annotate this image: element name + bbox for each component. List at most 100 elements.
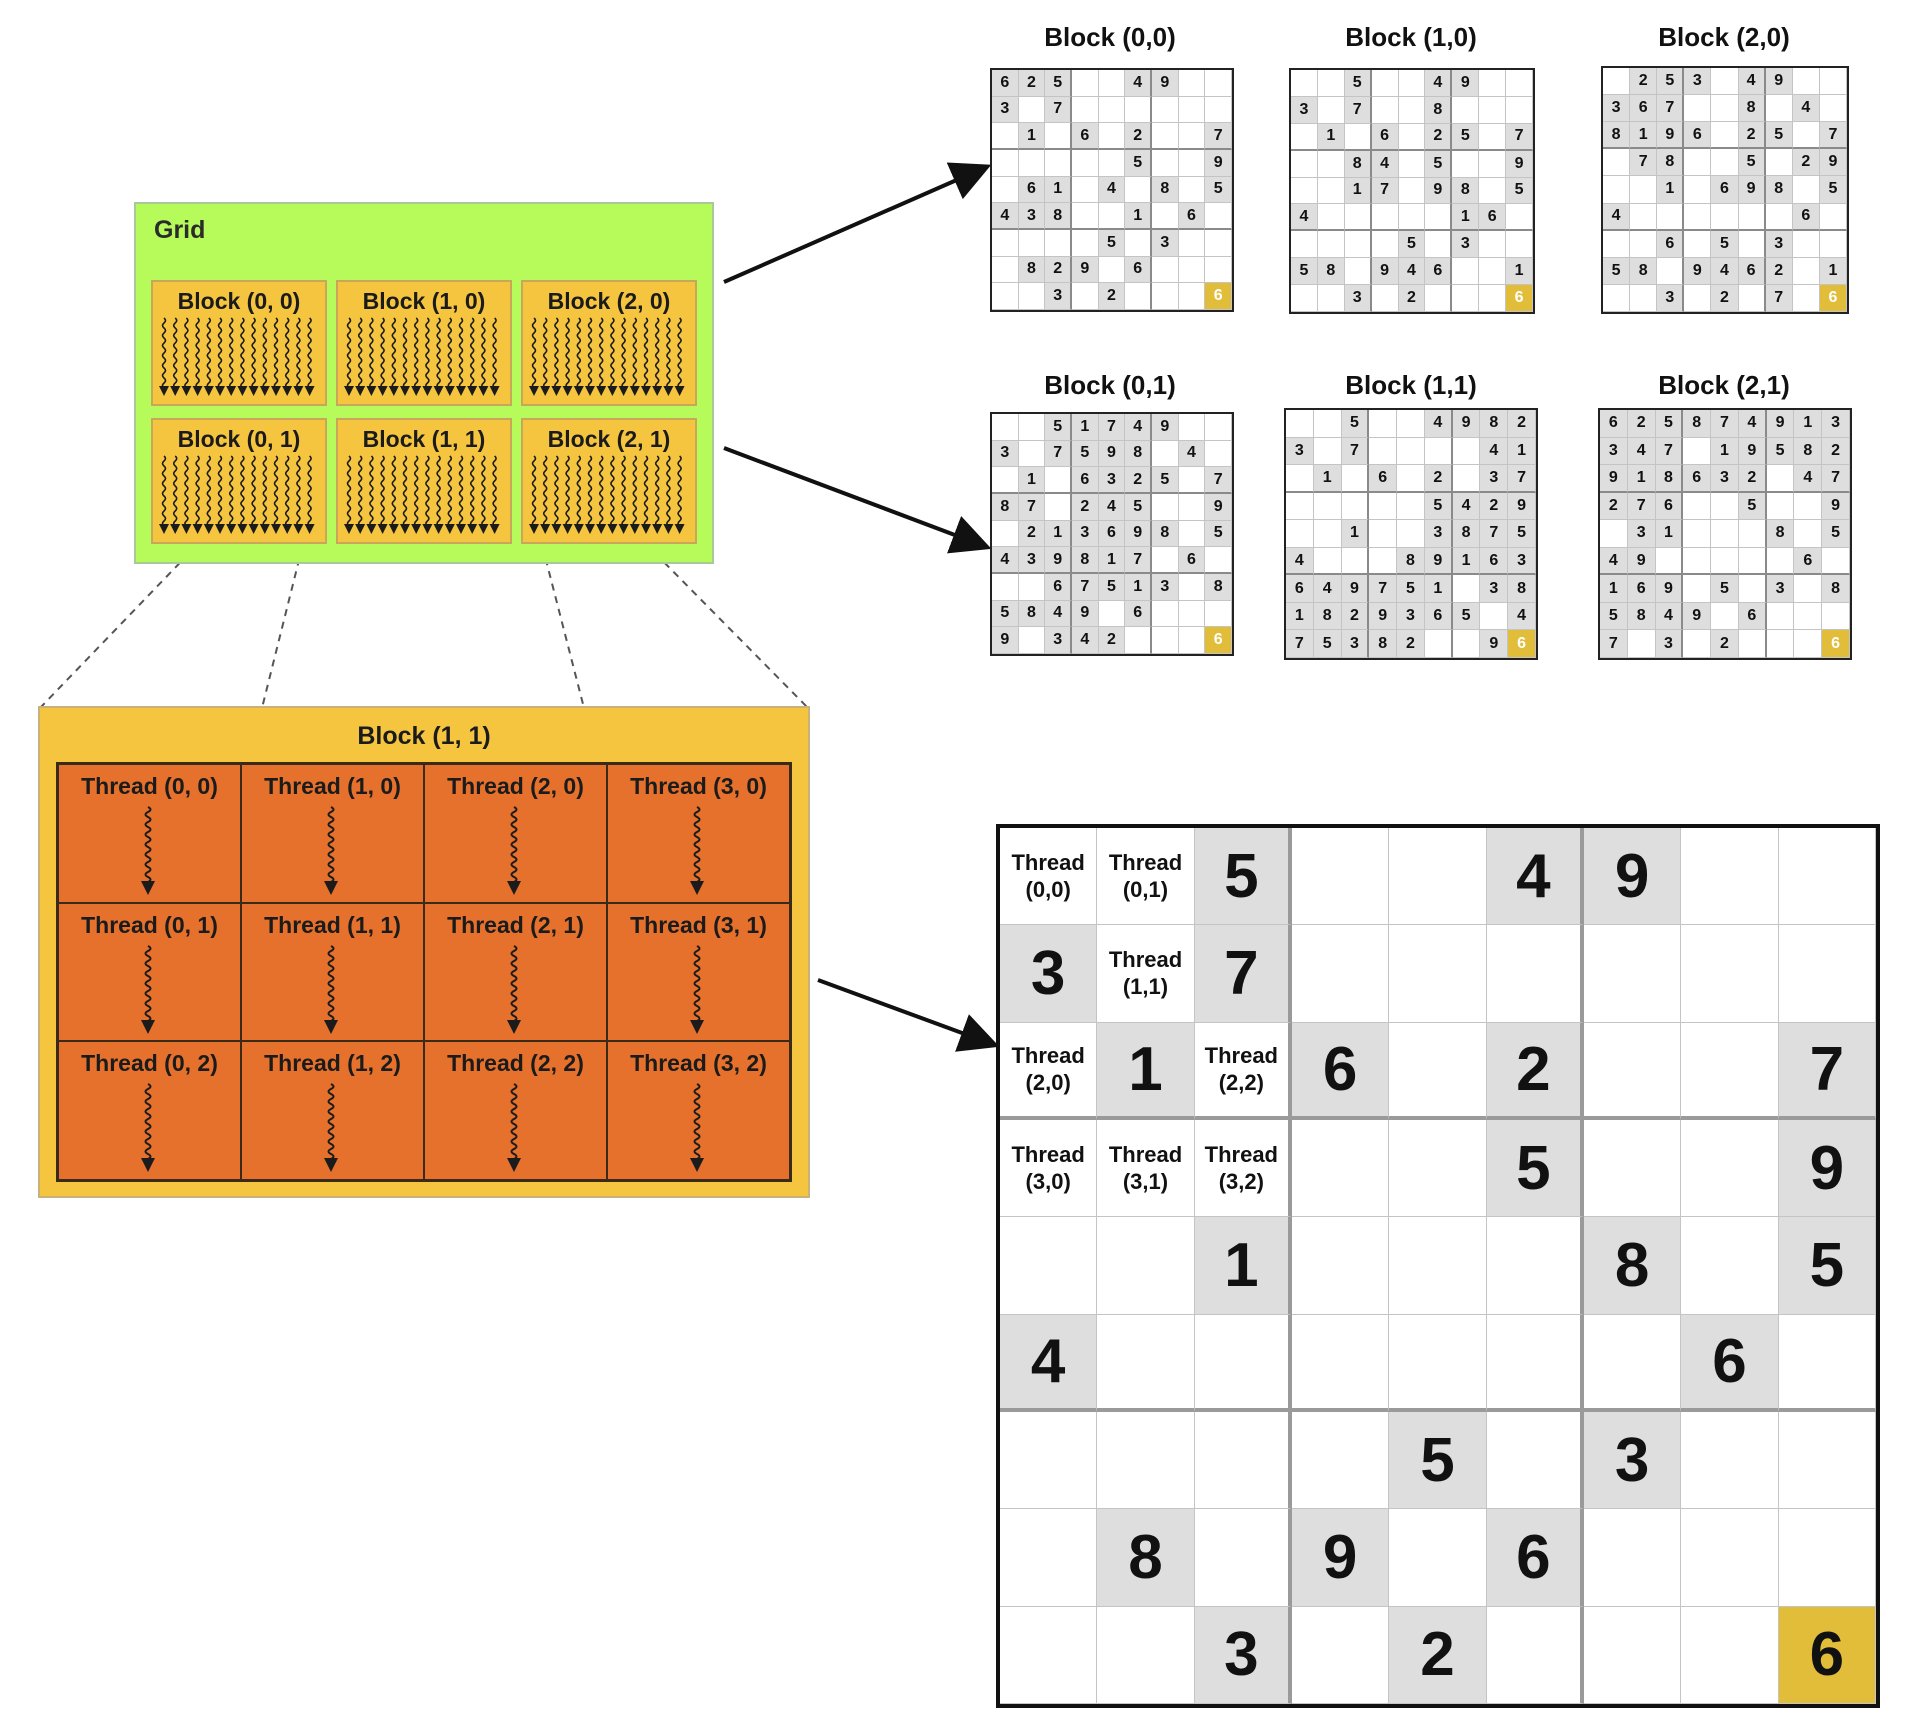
mini-board-cell: 8: [1452, 520, 1481, 548]
thread-squiggle: [217, 455, 223, 527]
thread-cell: Thread (2, 2): [424, 1041, 607, 1180]
mini-board-cell: 5: [1125, 493, 1152, 521]
mini-board-cell: [1341, 492, 1370, 521]
mini-board-cell: 5: [1045, 70, 1072, 97]
board-cell: [1778, 1412, 1876, 1510]
thread-label: Thread (1, 2): [264, 1050, 401, 1077]
mini-board-cell: [992, 256, 1019, 284]
block-detail: Block (1, 1) Thread (0, 0) Thread (1, 0)…: [38, 706, 810, 1198]
mini-board-cell: 9: [1765, 68, 1793, 96]
mini-board-cell: [1291, 285, 1318, 312]
mini-board-cell: [1683, 520, 1712, 548]
mini-board-cell: [1344, 204, 1372, 232]
thread-arrowhead: [355, 524, 366, 534]
mini-board-cell: 5: [1344, 70, 1372, 97]
thread-squiggle: [492, 455, 497, 527]
grid-panel: Grid Block (0, 0) Block (1, 0) Block (2,…: [134, 202, 714, 564]
mini-board-cell: 9: [1341, 575, 1370, 603]
mini-board-cell: [1819, 95, 1847, 123]
mini-board-cell: 9: [1205, 493, 1232, 521]
mini-board-cell: [1822, 547, 1850, 576]
mini-board-cell: [1178, 414, 1206, 441]
thread-arrowhead: [293, 524, 304, 534]
mini-board-cell: 9: [1738, 176, 1766, 204]
mini-board-cell: [1369, 437, 1398, 466]
mini-board-cell: 3: [1071, 520, 1099, 548]
thread-arrowhead: [388, 524, 399, 534]
mini-board-cell: 1: [1125, 573, 1152, 601]
board-cell: [1000, 1606, 1098, 1704]
mini-board-cell: [1151, 440, 1179, 468]
mini-board-cell: [1371, 96, 1399, 124]
board-cell: 3: [1194, 1606, 1292, 1704]
thread-arrowhead: [551, 386, 562, 396]
board-cell: [1292, 1412, 1390, 1510]
mini-board-cell: 4: [1291, 204, 1318, 232]
mini-board-cell: 9: [1071, 256, 1099, 284]
thread-squiggle: [346, 317, 352, 389]
thread-arrowhead: [596, 524, 607, 534]
mini-board-cell: [1424, 437, 1453, 466]
mini-board-cell: 6: [1205, 627, 1232, 654]
mini-board-cell: [1045, 149, 1072, 177]
board-cell: [1292, 1314, 1390, 1412]
thread-squiggle: [217, 317, 223, 389]
thread-squiggle: [447, 317, 453, 389]
mini-board-cell: [1655, 547, 1684, 576]
mini-board-cell: [1603, 68, 1631, 96]
thread-squiggle: [184, 317, 189, 389]
mini-board-cell: [1684, 95, 1712, 123]
thread-arrowhead: [181, 386, 192, 396]
board-cell: [1486, 1217, 1584, 1315]
mini-board-cell: 2: [1508, 410, 1536, 438]
mini-board-cell: [1738, 230, 1766, 258]
mini-board-cell: 5: [1452, 602, 1481, 631]
mini-board-cell: 5: [1738, 149, 1766, 177]
thread-arrowhead: [551, 524, 562, 534]
thread-cell: Thread (0, 0): [58, 764, 241, 903]
mini-board-cell: 1: [1125, 203, 1152, 230]
board-cell: [1681, 1022, 1779, 1120]
mini-board-cell: 2: [1480, 492, 1509, 521]
mini-board-cell: [1479, 70, 1507, 97]
thread-squiggle: [677, 455, 682, 527]
mini-board-cell: [1098, 123, 1126, 150]
mini-board-cell: 2: [1711, 630, 1739, 658]
mini-board-cell: 9: [1819, 149, 1847, 177]
mini-board-cell: 1: [1600, 575, 1628, 603]
mini-board-cell: 9: [1045, 547, 1072, 574]
mini-board-cell: [1792, 176, 1820, 204]
thread-cell: Thread (3, 0): [607, 764, 790, 903]
mini-board-cell: [1071, 229, 1099, 257]
mini-board-cell: 9: [1684, 257, 1712, 285]
board-thread-cell: Thread (3,0): [1000, 1120, 1098, 1218]
mini-board-cell: 6: [1125, 256, 1152, 284]
mini-board-cell: [1369, 547, 1398, 576]
mini-board-cell: [1178, 573, 1206, 601]
thread-squiggle: [610, 455, 615, 527]
mini-board-cell: 1: [1071, 414, 1099, 441]
board-thread-cell: Thread (0,1): [1097, 828, 1195, 926]
thread-arrowhead: [400, 524, 410, 534]
mini-board-cell: [1098, 70, 1126, 97]
thread-arrowhead: [215, 386, 225, 396]
mini-board-cell: 5: [1819, 176, 1847, 204]
thread-arrow-icon: [690, 1083, 704, 1173]
thread-arrowhead: [562, 386, 573, 396]
thread-squiggle: [542, 317, 548, 389]
thread-arrowhead: [663, 386, 674, 396]
thread-squiggle: [643, 317, 649, 389]
mini-board-cell: 1: [1630, 122, 1658, 150]
mini-board-cell: [1792, 122, 1820, 150]
mini-board-cell: 7: [1480, 520, 1509, 548]
thread-squiggle: [206, 317, 212, 389]
thread-arrowhead: [618, 386, 629, 396]
mini-board-cell: [1313, 492, 1342, 521]
mini-board-cell: 6: [1125, 600, 1152, 628]
mini-board-cell: 6: [1369, 465, 1398, 493]
mini-board-cell: 9: [1369, 602, 1398, 631]
mini-board-cell: 3: [1480, 465, 1509, 493]
board-cell: [1194, 1509, 1292, 1607]
board-cell: 7: [1194, 925, 1292, 1023]
thread-arrow-icon: [324, 806, 338, 895]
